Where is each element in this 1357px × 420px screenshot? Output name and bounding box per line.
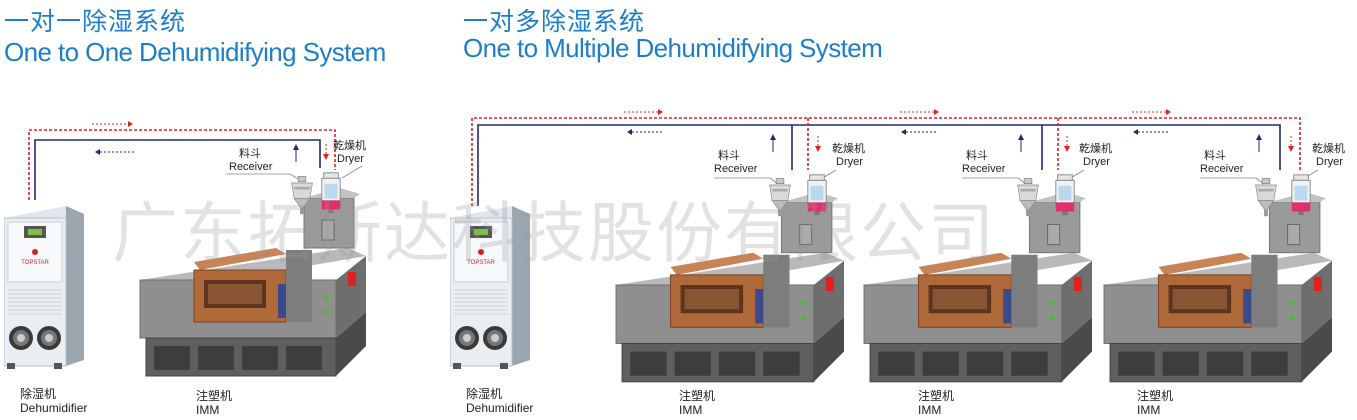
imm-machine-1 (615, 191, 844, 383)
receiver-label-en: Receiver (1200, 163, 1244, 175)
return-line (34, 139, 321, 200)
return-line (477, 124, 1281, 206)
down-arrow-icon (1288, 146, 1294, 152)
dehumidifier-caption-cn: 除湿机 (20, 387, 57, 401)
dryer-label-1: 乾燥机 Dryer (832, 143, 865, 169)
left-system (4, 121, 366, 377)
up-arrow-icon (770, 134, 776, 140)
supply-line (28, 129, 336, 200)
imm-machine-3 (1103, 191, 1332, 383)
left-title-en: One to One Dehumidifying System (4, 37, 386, 67)
dryer-label-cn: 乾燥机 (1312, 143, 1345, 155)
receiver-label-en: Receiver (229, 161, 273, 173)
flow-arrow-icon (934, 109, 939, 115)
flow-arrow-icon (1133, 129, 1138, 135)
imm-caption-cn: 注塑机 (1137, 389, 1174, 403)
up-arrow-icon (1018, 134, 1024, 140)
right-title-cn: 一对多除湿系统 (463, 8, 646, 36)
right-system (450, 109, 1332, 383)
flow-arrow-icon (95, 149, 100, 155)
down-arrow-icon (323, 154, 329, 160)
flow-arrow-icon (901, 129, 906, 135)
imm-caption-en: IMM (679, 403, 703, 417)
imm-machine-2 (863, 191, 1092, 383)
down-arrow-icon (815, 146, 821, 152)
imm-caption-1: 注塑机 IMM (679, 389, 715, 417)
dehumidifier-caption-en: Dehumidifier (20, 401, 88, 415)
receiver-label-cn: 料斗 (966, 150, 988, 162)
dryer-label-3: 乾燥机 Dryer (1312, 143, 1345, 169)
receiver-label-3: 料斗 Receiver (1200, 150, 1243, 176)
receiver-label-cn: 料斗 (718, 150, 740, 162)
imm-caption-cn: 注塑机 (679, 389, 716, 403)
dryer-label-2: 乾燥机 Dryer (1079, 143, 1112, 169)
left-dryer-label: 乾燥机 Dryer (333, 140, 366, 166)
dryer-label-cn: 乾燥机 (333, 140, 366, 152)
left-dehumidifier-caption: 除湿机 Dehumidifier (20, 387, 87, 415)
up-arrow-icon (293, 144, 299, 150)
receiver-label-en: Receiver (962, 163, 1006, 175)
receiver-label-cn: 料斗 (239, 148, 261, 160)
receiver-label-cn: 料斗 (1204, 150, 1226, 162)
imm-machine (139, 188, 366, 377)
flow-arrow-icon (627, 129, 632, 135)
up-arrow-icon (1256, 134, 1262, 140)
dryer-label-en: Dryer (1083, 156, 1110, 168)
dryer-label-en: Dryer (1316, 156, 1343, 168)
imm-caption-en: IMM (196, 403, 220, 417)
dryer-label-cn: 乾燥机 (832, 143, 865, 155)
left-imm-caption: 注塑机 IMM (196, 389, 232, 417)
dehumidifier-caption-cn: 除湿机 (466, 387, 503, 401)
imm-caption-en: IMM (1137, 403, 1161, 417)
dehumidifier-machine (4, 205, 84, 370)
right-title-en: One to Multiple Dehumidifying System (463, 33, 883, 63)
imm-caption-3: 注塑机 IMM (1137, 389, 1173, 417)
imm-caption-en: IMM (918, 403, 942, 417)
dryer-label-en: Dryer (836, 156, 863, 168)
imm-caption-cn: 注塑机 (196, 389, 233, 403)
imm-caption-2: 注塑机 IMM (918, 389, 954, 417)
down-arrow-icon (1064, 146, 1070, 152)
dryer-unit-2 (1055, 174, 1075, 216)
flow-arrow-icon (658, 109, 663, 115)
right-dehumidifier-caption: 除湿机 Dehumidifier (466, 387, 533, 415)
supply-line (471, 117, 1301, 206)
dryer-label-cn: 乾燥机 (1079, 143, 1112, 155)
dryer-unit (321, 172, 341, 214)
flow-arrow-icon (1166, 109, 1171, 115)
receiver-label-1: 料斗 Receiver (714, 150, 757, 176)
imm-caption-cn: 注塑机 (918, 389, 955, 403)
receiver-label-en: Receiver (714, 163, 758, 175)
dehumidifier-machine (450, 205, 530, 370)
left-receiver-label: 料斗 Receiver (229, 148, 272, 174)
dehumidifier-caption-en: Dehumidifier (466, 401, 534, 415)
receiver-label-2: 料斗 Receiver (962, 150, 1005, 176)
flow-arrow-icon (128, 121, 133, 127)
dryer-unit-1 (807, 174, 827, 216)
dryer-unit-3 (1291, 174, 1311, 216)
dryer-label-en: Dryer (337, 153, 364, 165)
left-title-cn: 一对一除湿系统 (4, 8, 187, 36)
